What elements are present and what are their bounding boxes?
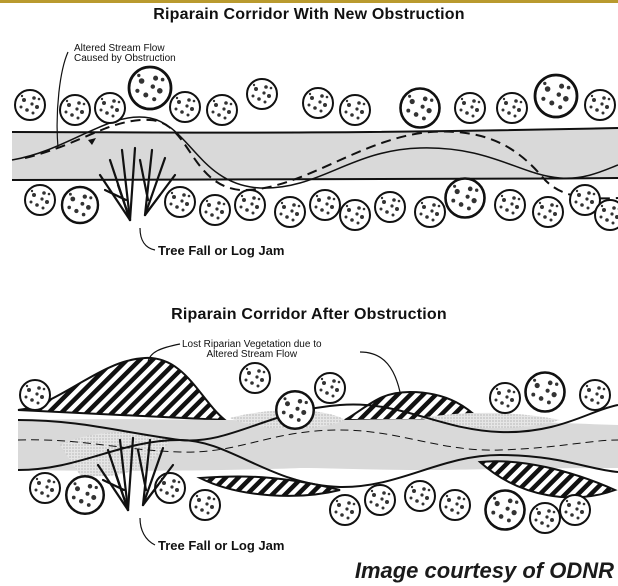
image-credit: Image courtesy of ODNR	[355, 558, 614, 584]
lower-bushes-top	[25, 179, 618, 231]
lost-vegetation-callout-label: Lost Riparian Vegetation due to Altered …	[182, 340, 322, 360]
lost-callout-leader-right	[360, 352, 400, 392]
lost-vegetation-lower-1	[200, 476, 340, 495]
tree-callout-label-top: Tree Fall or Log Jam	[158, 243, 284, 258]
top-panel	[12, 52, 618, 250]
flow-callout-line2: Caused by Obstruction	[74, 54, 176, 64]
tree-callout-leader-bottom	[140, 518, 155, 545]
lost-callout-line2: Altered Stream Flow	[182, 350, 322, 360]
flow-callout-label: Altered Stream Flow Caused by Obstructio…	[74, 44, 176, 64]
tree-callout-label-bottom: Tree Fall or Log Jam	[158, 538, 284, 553]
tree-callout-leader-top	[140, 228, 155, 250]
upper-bushes-top	[15, 67, 615, 128]
lower-bushes-bottom	[30, 473, 590, 533]
bottom-panel	[18, 344, 618, 545]
